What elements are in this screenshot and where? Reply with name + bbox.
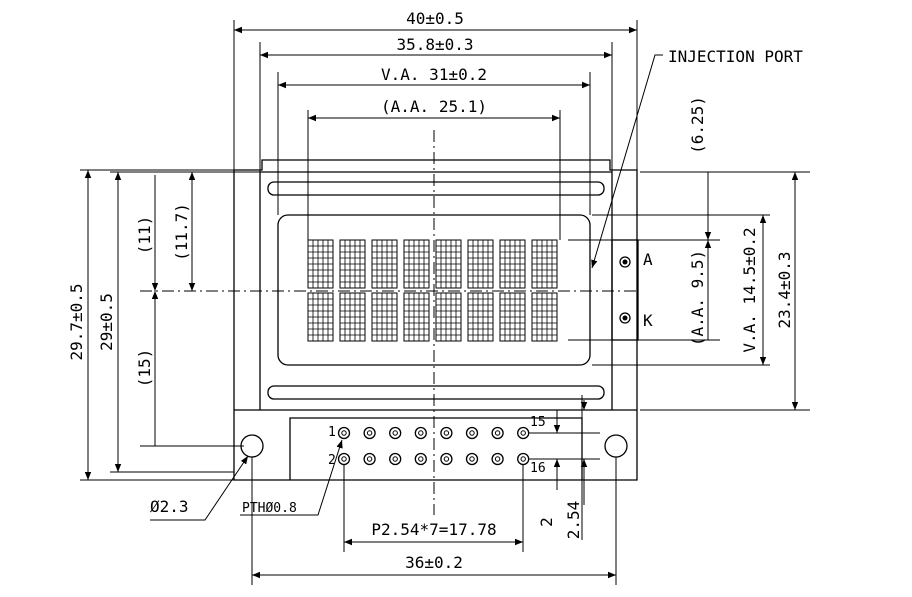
character-cell xyxy=(499,292,526,342)
dim-pin-row-pitch: 2.54 xyxy=(564,501,583,540)
cathode-label: K xyxy=(643,311,653,330)
dim-15: (15) xyxy=(135,349,154,388)
pin-pad xyxy=(440,426,453,440)
anode-label: A xyxy=(643,250,653,269)
pin-pad xyxy=(337,452,351,466)
dim-11: (11) xyxy=(135,216,154,255)
pin-pad xyxy=(517,452,530,466)
dim-width-pcb: 35.8±0.3 xyxy=(396,35,473,54)
pin-pad xyxy=(414,452,427,466)
pin-pad xyxy=(389,426,402,440)
character-cell xyxy=(339,292,366,342)
pin-header xyxy=(337,426,530,466)
extension-lines xyxy=(80,20,810,585)
dim-pin-hole: PTHØ0.8 xyxy=(242,501,297,516)
character-cell xyxy=(339,239,366,289)
pin-pad xyxy=(465,426,479,440)
dim-width-total: 40±0.5 xyxy=(406,9,464,28)
character-cell xyxy=(307,239,334,289)
character-cell xyxy=(403,239,430,289)
dimension-text: 40±0.5 35.8±0.3 V.A. 31±0.2 (A.A. 25.1) … xyxy=(67,9,803,572)
dim-aa-height: (A.A. 9.5) xyxy=(688,250,707,346)
dim-hole-spacing: 36±0.2 xyxy=(405,553,463,572)
character-cell xyxy=(371,239,398,289)
dim-aa-width: (A.A. 25.1) xyxy=(381,97,487,116)
dim-top-gap: (6.25) xyxy=(688,96,707,154)
character-cell xyxy=(371,292,398,342)
pin-pad xyxy=(465,452,479,466)
character-grid xyxy=(307,239,558,342)
dim-right-height: 23.4±0.3 xyxy=(775,251,794,328)
pin-pad xyxy=(491,426,504,440)
dim-pin-row-gap: 2 xyxy=(537,517,556,527)
character-cell xyxy=(499,239,526,289)
pin15-label: 15 xyxy=(530,415,546,430)
pin-pad xyxy=(440,452,453,466)
character-cell xyxy=(403,292,430,342)
center-lines xyxy=(140,130,640,515)
dim-left-pcb-height: 29±0.5 xyxy=(97,293,116,351)
injection-port-label: INJECTION PORT xyxy=(668,47,803,66)
pin-pad xyxy=(517,426,530,440)
dim-va-height: V.A. 14.5±0.2 xyxy=(740,227,759,352)
character-cell xyxy=(467,239,494,289)
pin-pad xyxy=(337,426,351,440)
pin-pad xyxy=(363,452,376,466)
dim-hole-diameter: Ø2.3 xyxy=(150,497,189,516)
pin-pad xyxy=(363,426,376,440)
character-cell xyxy=(531,292,558,342)
character-cell xyxy=(435,239,462,289)
pin1-label: 1 xyxy=(328,425,336,440)
character-cell xyxy=(435,292,462,342)
pin-pad xyxy=(389,452,402,466)
dim-va-width: V.A. 31±0.2 xyxy=(381,65,487,84)
character-cell xyxy=(467,292,494,342)
pin16-label: 16 xyxy=(530,461,546,476)
dim-pin-pitch: P2.54*7=17.78 xyxy=(371,520,496,539)
dim-11-7: (11.7) xyxy=(172,203,191,261)
pin-pad xyxy=(414,426,427,440)
character-cell xyxy=(307,292,334,342)
dimension-lines xyxy=(84,26,799,579)
pin2-label: 2 xyxy=(328,453,336,468)
dim-left-outer-height: 29.7±0.5 xyxy=(67,283,86,360)
character-cell xyxy=(531,239,558,289)
pin-pad xyxy=(491,452,504,466)
